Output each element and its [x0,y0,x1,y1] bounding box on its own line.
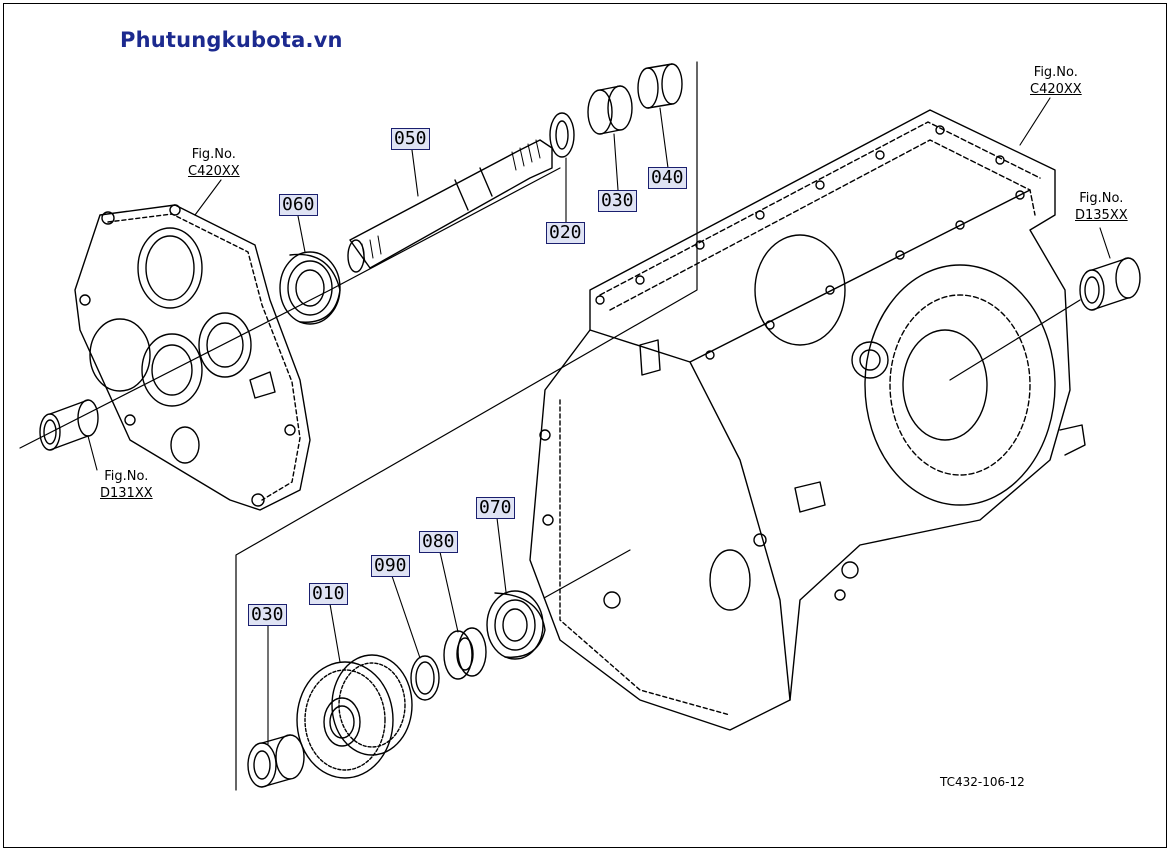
fig-ref-right-top[interactable]: Fig.No. C420XX [1030,64,1082,98]
fig-ref-number: C420XX [1030,82,1082,97]
callout-080[interactable]: 080 [419,531,458,553]
snap-ring-090 [410,655,440,701]
callout-040[interactable]: 040 [648,167,687,189]
callout-020[interactable]: 020 [546,222,585,244]
callout-leaders [87,97,1111,745]
diagram-frame [3,3,1167,848]
fig-ref-left-top[interactable]: Fig.No. C420XX [188,146,240,180]
ball-bearing-070 [486,590,546,660]
fig-ref-title: Fig.No. [1033,65,1078,80]
callout-010[interactable]: 010 [309,583,348,605]
fig-ref-title: Fig.No. [191,147,236,162]
fig-ref-number: D135XX [1075,208,1128,223]
collar-040 [637,63,683,109]
callout-030-bottom[interactable]: 030 [248,604,287,626]
callout-060[interactable]: 060 [279,194,318,216]
ball-bearing-060 [279,251,341,325]
fig-ref-number: D131XX [100,486,153,501]
transmission-cover-plate [74,204,311,511]
callout-090[interactable]: 090 [371,555,410,577]
callout-070[interactable]: 070 [476,497,515,519]
fig-ref-number: C420XX [188,164,240,179]
callout-050[interactable]: 050 [391,128,430,150]
needle-bearing-030-top [587,85,633,135]
assembly-leader-lines [19,61,1081,791]
transmission-case [529,109,1086,731]
site-brand[interactable]: Phutungkubota.vn [120,28,343,52]
fig-ref-title: Fig.No. [104,469,149,484]
fig-ref-right-mid[interactable]: Fig.No. D135XX [1075,190,1128,224]
thrust-washer-020 [549,112,575,158]
collar-080 [443,627,487,680]
drawing-number: TC432-106-12 [940,775,1025,789]
gear-010 [296,654,413,779]
callout-030-top[interactable]: 030 [598,190,637,212]
needle-bearing-030-bottom [247,734,305,788]
shaft-050 [347,139,553,273]
fig-ref-title: Fig.No. [1079,191,1124,206]
needle-bearing-right [1079,257,1141,311]
fig-ref-left-bottom[interactable]: Fig.No. D131XX [100,468,153,502]
